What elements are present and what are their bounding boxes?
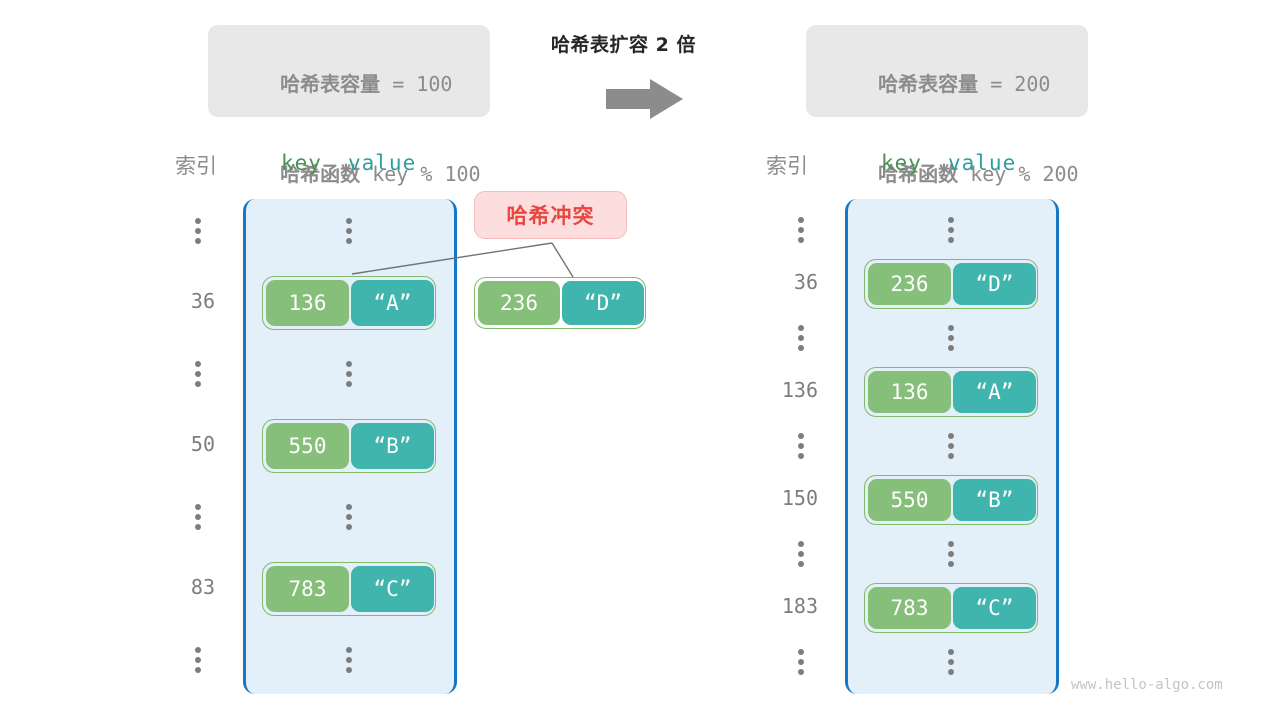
left-pair-value: “B” xyxy=(351,422,434,469)
right-row-ellipsis-icon xyxy=(948,433,954,459)
left-hashfn-label: 哈希函数 xyxy=(280,162,361,186)
right-index-ellipsis-icon xyxy=(798,433,804,459)
left-row-ellipsis-icon xyxy=(346,647,352,673)
hash-collision-callout: 哈希冲突 xyxy=(474,191,627,239)
left-pair-value: “C” xyxy=(351,565,434,612)
orphan-pair-cell: 236 “D” xyxy=(474,277,646,329)
left-row-ellipsis-icon xyxy=(346,218,352,244)
left-pair-key: 550 xyxy=(266,422,349,469)
left-index-ellipsis-icon xyxy=(195,504,201,530)
right-info-box: 哈希表容量 = 200 哈希函数 key % 200 xyxy=(806,25,1088,186)
right-pair-key: 236 xyxy=(868,263,951,305)
right-pair-key: 136 xyxy=(868,371,951,413)
right-pair-cell: 136“A” xyxy=(864,367,1038,417)
right-index-label: 150 xyxy=(781,486,818,510)
right-header-value: value xyxy=(948,151,1017,175)
left-index-ellipsis-icon xyxy=(195,647,201,673)
arrow-right-icon xyxy=(606,78,684,120)
right-row-ellipsis-icon xyxy=(948,217,954,243)
left-index-label: 50 xyxy=(190,431,215,456)
left-index-ellipsis-icon xyxy=(195,361,201,387)
left-header-value: value xyxy=(348,151,417,175)
left-capacity-line: 哈希表容量 = 100 xyxy=(232,39,466,129)
right-index-label: 136 xyxy=(781,378,818,402)
left-pair-cell: 136“A” xyxy=(262,275,436,330)
left-pair-cell: 550“B” xyxy=(262,418,436,473)
expand-caption: 哈希表扩容 2 倍 xyxy=(551,34,696,56)
right-hashfn-line: 哈希函数 key % 200 xyxy=(830,129,1078,219)
right-pair-key: 550 xyxy=(868,479,951,521)
left-pair-key: 136 xyxy=(266,279,349,326)
right-row-ellipsis-icon xyxy=(948,325,954,351)
right-index-ellipsis-icon xyxy=(798,217,804,243)
right-hashfn-value: key % 200 xyxy=(958,162,1079,186)
left-pair-key: 783 xyxy=(266,565,349,612)
left-capacity-label: 哈希表容量 xyxy=(280,72,381,96)
right-capacity-label: 哈希表容量 xyxy=(878,72,979,96)
right-pair-cell: 783“C” xyxy=(864,583,1038,633)
left-hashfn-line: 哈希函数 key % 100 xyxy=(232,129,480,219)
right-index-label: 36 xyxy=(793,270,818,294)
right-index-ellipsis-icon xyxy=(798,325,804,351)
right-header-index: 索引 xyxy=(766,154,808,178)
left-index-ellipsis-icon xyxy=(195,218,201,244)
right-pair-key: 783 xyxy=(868,587,951,629)
left-pair-cell: 783“C” xyxy=(262,561,436,616)
left-row-ellipsis-icon xyxy=(346,361,352,387)
left-capacity-value: = 100 xyxy=(380,72,453,96)
right-capacity-line: 哈希表容量 = 200 xyxy=(830,39,1064,129)
orphan-pair-key: 236 xyxy=(478,281,560,325)
orphan-pair-value: “D” xyxy=(562,281,644,325)
right-row-ellipsis-icon xyxy=(948,541,954,567)
left-row-ellipsis-icon xyxy=(346,504,352,530)
right-pair-value: “B” xyxy=(953,479,1036,521)
right-pair-value: “D” xyxy=(953,263,1036,305)
right-hashfn-label: 哈希函数 xyxy=(878,162,959,186)
left-index-label: 36 xyxy=(190,288,215,313)
right-pair-cell: 550“B” xyxy=(864,475,1038,525)
left-header-index: 索引 xyxy=(175,154,217,178)
left-header-key: key xyxy=(281,151,322,175)
right-index-ellipsis-icon xyxy=(798,541,804,567)
right-capacity-value: = 200 xyxy=(978,72,1051,96)
right-pair-value: “A” xyxy=(953,371,1036,413)
right-header-key: key xyxy=(881,151,922,175)
left-info-box: 哈希表容量 = 100 哈希函数 key % 100 xyxy=(208,25,490,186)
right-pair-cell: 236“D” xyxy=(864,259,1038,309)
watermark: www.hello-algo.com xyxy=(1071,677,1223,693)
left-pair-value: “A” xyxy=(351,279,434,326)
right-pair-value: “C” xyxy=(953,587,1036,629)
right-index-label: 183 xyxy=(781,594,818,618)
left-index-label: 83 xyxy=(190,574,215,599)
right-index-ellipsis-icon xyxy=(798,649,804,675)
right-row-ellipsis-icon xyxy=(948,649,954,675)
left-hashfn-value: key % 100 xyxy=(360,162,481,186)
